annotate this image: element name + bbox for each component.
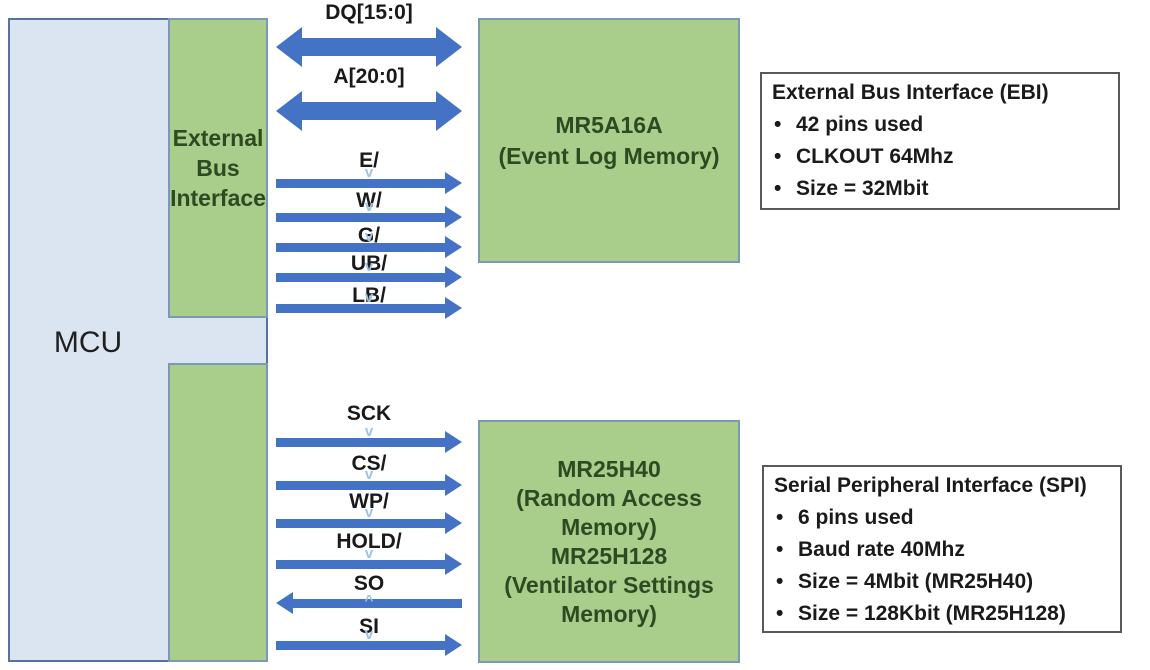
arrowhead-right-icon [445, 634, 462, 656]
flow-chevron-icon: v [364, 198, 374, 215]
bullet-text: Size = 128Kbit (MR25H128) [798, 602, 1066, 625]
ebi-info-title: External Bus Interface (EBI) [772, 81, 1049, 104]
memory-description: (Event Log Memory) [498, 142, 720, 169]
arrowhead-right-icon [436, 91, 462, 131]
flow-chevron-icon: v [364, 423, 374, 440]
bullet-text: Size = 32Mbit [796, 177, 929, 200]
arrow-si: v [276, 627, 462, 656]
arrowhead-right-icon [445, 297, 462, 319]
signal-label-w: W/ [356, 189, 382, 212]
arrow-hold: v [276, 546, 462, 575]
flow-chevron-icon: v [364, 258, 374, 275]
arrow-w: v [276, 199, 462, 228]
memory-name: MR5A16A [555, 111, 663, 138]
bullet-icon: • [774, 177, 782, 200]
signal-label-hold: HOLD/ [336, 530, 402, 553]
ebi-info-bullet: • CLKOUT 64Mhz [772, 141, 1108, 173]
arrowhead-right-icon [445, 206, 462, 228]
memory-name: MR25H40 [557, 455, 661, 482]
flow-chevron-icon: v [364, 545, 374, 562]
spi-info-bullet: • 6 pins used [774, 502, 1110, 534]
event-log-memory-block: MR5A16A (Event Log Memory) [478, 18, 740, 263]
arrowhead-right-icon [445, 236, 462, 258]
bullet-icon: • [776, 506, 784, 529]
arrowhead-left-icon [276, 91, 302, 131]
ebi-interface-block: External Bus Interface [168, 18, 268, 318]
bullet-text: 42 pins used [796, 113, 924, 136]
arrowhead-left-icon [276, 592, 293, 614]
arrowhead-right-icon [445, 512, 462, 534]
spi-info-bullet: • Size = 128Kbit (MR25H128) [774, 598, 1110, 630]
memory-description: Memory) [561, 600, 657, 627]
arrow-lb: v [276, 290, 462, 319]
ebi-interface-label: External Bus Interface [170, 125, 266, 211]
flow-chevron-icon: v [364, 504, 374, 521]
arrow-cs: v [276, 467, 462, 496]
arrowhead-right-icon [445, 172, 462, 194]
arrowhead-right-icon [445, 266, 462, 288]
spi-info-box: Serial Peripheral Interface (SPI) • 6 pi… [762, 465, 1122, 633]
arrow-a-bidirectional [276, 91, 462, 131]
memory-description: (Random Access [516, 484, 702, 511]
bullet-text: CLKOUT 64Mhz [796, 145, 954, 168]
memory-name: MR25H128 [550, 542, 668, 569]
bullet-text: 6 pins used [798, 506, 914, 529]
spi-info-bullet: • Baud rate 40Mhz [774, 534, 1110, 566]
bullet-icon: • [776, 538, 784, 561]
spi-info-bullet: • Size = 4Mbit (MR25H40) [774, 566, 1110, 598]
flow-chevron-icon: v [364, 164, 374, 181]
signal-label-cs: CS/ [351, 452, 387, 475]
bullet-text: Baud rate 40Mhz [798, 538, 965, 561]
ebi-info-bullet: • 42 pins used [772, 109, 1108, 141]
signal-label-g: G/ [357, 224, 381, 247]
bullet-icon: • [774, 145, 782, 168]
ebi-info-bullet: • Size = 32Mbit [772, 173, 1108, 205]
flow-chevron-icon: v [364, 228, 374, 245]
flow-chevron-icon: ^ [364, 592, 374, 609]
bullet-icon: • [774, 113, 782, 136]
signal-label-wp: WP/ [349, 490, 389, 513]
signal-label-a: A[20:0] [333, 65, 405, 88]
arrow-e: v [276, 165, 462, 194]
arrow-dq-bidirectional [276, 27, 462, 67]
flow-chevron-icon: v [364, 289, 374, 306]
memory-description: (Ventilator Settings [504, 571, 714, 598]
bullet-text: Size = 4Mbit (MR25H40) [798, 570, 1034, 593]
mcu-label: MCU [53, 326, 123, 359]
flow-chevron-icon: v [364, 466, 374, 483]
ebi-interface-block-lower [168, 363, 268, 662]
arrow-so: ^ [276, 592, 462, 614]
memory-description: Memory) [561, 513, 657, 540]
settings-memory-block: MR25H40 (Random Access Memory) MR25H128 … [478, 420, 740, 663]
arrowhead-right-icon [445, 474, 462, 496]
spi-info-title: Serial Peripheral Interface (SPI) [774, 474, 1087, 497]
signal-label-dq: DQ[15:0] [325, 1, 413, 24]
signal-label-so: SO [353, 572, 385, 595]
arrowhead-right-icon [445, 431, 462, 453]
arrow-g: v [276, 229, 462, 258]
bullet-icon: • [776, 602, 784, 625]
arrow-sck: v [276, 424, 462, 453]
arrow-ub: v [276, 259, 462, 288]
ebi-info-box: External Bus Interface (EBI) • 42 pins u… [760, 72, 1120, 210]
arrowhead-left-icon [276, 27, 302, 67]
arrowhead-right-icon [436, 27, 462, 67]
signal-label-e: E/ [359, 149, 379, 172]
signal-label-si: SI [359, 615, 379, 638]
arrowhead-right-icon [445, 553, 462, 575]
signal-label-lb: LB/ [352, 284, 386, 307]
signal-label-ub: UB/ [350, 252, 388, 275]
flow-chevron-icon: v [364, 626, 374, 643]
signal-label-sck: SCK [346, 402, 392, 425]
arrow-wp: v [276, 505, 462, 534]
bullet-icon: • [776, 570, 784, 593]
